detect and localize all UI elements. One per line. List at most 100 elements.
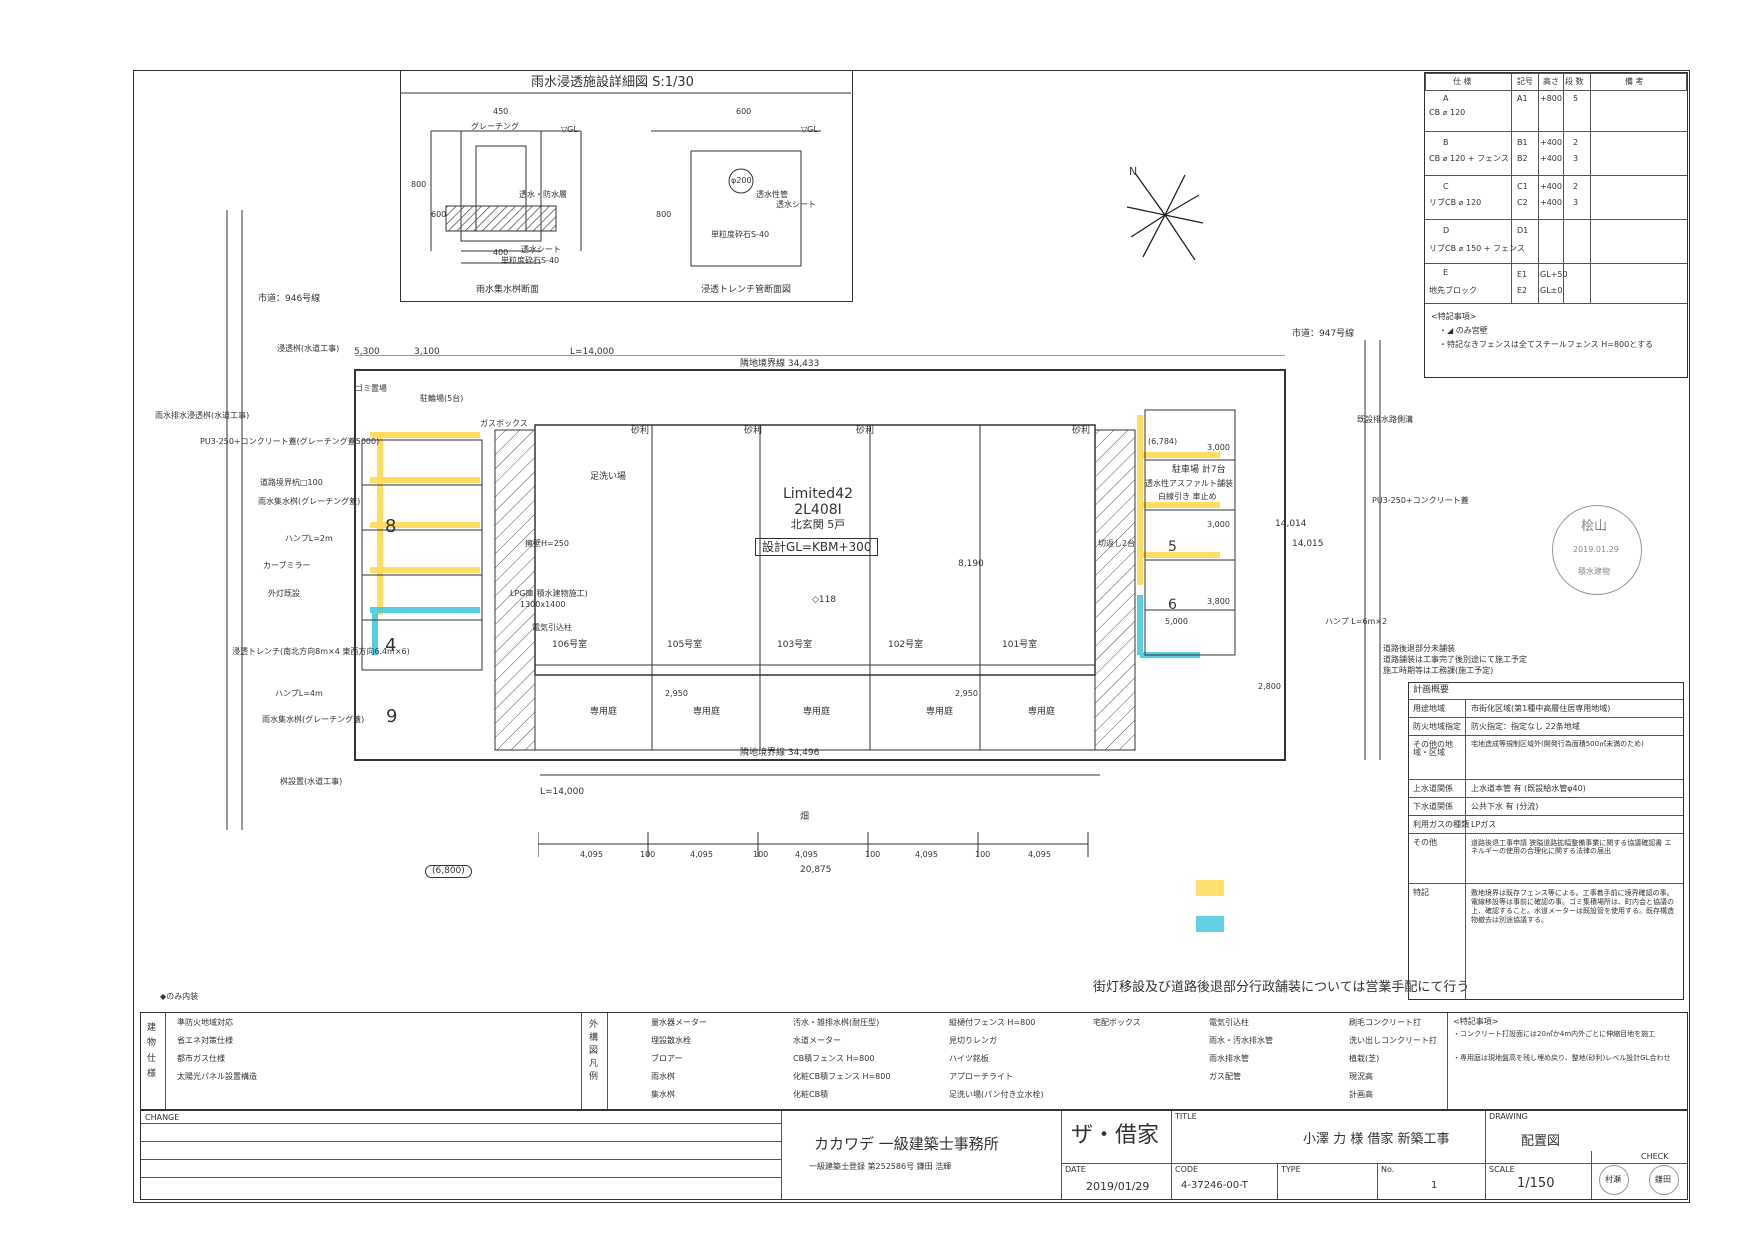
legend-item: 電気引込柱 (1209, 1018, 1249, 1027)
spec-item: 準防火地域対応 (177, 1018, 233, 1027)
parking-label: 駐車場 計7台 (1172, 465, 1226, 475)
plan-row-line (1409, 833, 1683, 834)
detail-dim: 450 (493, 107, 509, 116)
spec-note: ・特記なきフェンスは全てスチールフェンス H=800とする (1439, 340, 1653, 349)
spec-code-e: E (1443, 268, 1449, 277)
legend-item: 汚水・雑排水桝(耐圧型) (793, 1018, 880, 1027)
dim-parking: 5,000 (1165, 617, 1188, 626)
tb-divider (1171, 1163, 1172, 1199)
legend-item: アプローチライト (949, 1072, 1013, 1081)
plan-value: 市街化区域(第1種中高層住居専用地域) (1471, 704, 1611, 713)
legend-item: 刷毛コンクリート打 (1349, 1018, 1421, 1027)
parking-number: 6 (1168, 597, 1177, 613)
spec-note: ・◢ のみ宮壁 (1439, 326, 1488, 335)
detail-label: 単粒度砕石S-40 (711, 230, 770, 239)
spec-row-line (1425, 263, 1687, 264)
scale-label: SCALE (1489, 1165, 1515, 1174)
legend-notes-title: <特記事項> (1453, 1017, 1499, 1026)
road-label-east: 市道：947号線 (1292, 329, 1355, 339)
tb-divider (1061, 1111, 1062, 1199)
side-label-col (141, 1013, 166, 1109)
spec-header: 段 数 (1565, 77, 1584, 86)
dim-top: 5,300 (354, 347, 380, 357)
spec-header: 高さ (1543, 77, 1559, 86)
electric-label: 電気引込柱 (532, 623, 572, 632)
plan-key: 利用ガスの種類 (1413, 820, 1469, 829)
detail-label: 単粒度砕石S-40 (501, 256, 560, 265)
legend-item: 現況高 (1349, 1072, 1373, 1081)
plan-value: 防火指定：指定なし 22条地域 (1471, 722, 1580, 731)
spec-notes-title: <特記事項> (1431, 312, 1477, 321)
parking-detail: 透水性アスファルト舗装 (1145, 479, 1233, 488)
detail-drawing-svg (401, 92, 851, 267)
spec-height: +800 (1540, 94, 1562, 103)
plan-row-line (1409, 735, 1683, 736)
plan-value: 宅地造成等規制区域外(開発行為面積500㎡未満のため) (1471, 740, 1644, 748)
plan-row-line (1409, 699, 1683, 700)
no-label: No. (1381, 1165, 1395, 1174)
road-label-west: 市道：946号線 (258, 294, 321, 304)
side-label: 建物仕様 (147, 1023, 157, 1079)
legend-item: 植栽(芝) (1349, 1054, 1380, 1063)
plan-value: 上水道本管 有 (既設給水管φ40) (1471, 784, 1586, 793)
legend-item: 化粧CB積 (793, 1090, 829, 1099)
parking-stalls-east (1144, 409, 1236, 656)
date-label: DATE (1065, 1165, 1086, 1174)
spec-desc-e: 地先ブロック (1429, 286, 1477, 295)
parking-east (1137, 415, 1220, 585)
east-dim: 14,015 (1292, 539, 1324, 549)
west-note: 道路境界杭□100 (260, 478, 323, 487)
wash-label: 足洗い場 (590, 472, 627, 482)
dim-bottom: (6,800) (425, 865, 472, 878)
spec-count: 3 (1573, 154, 1579, 163)
legend-item: 縦樋付フェンス H=800 (949, 1018, 1036, 1027)
spec-desc-b: CB ⌀ 120 + フェンス (1429, 154, 1509, 163)
detail-dim: 600 (736, 107, 752, 116)
spec-sym: B1 (1517, 138, 1528, 147)
dim-top: L=14,000 (570, 347, 615, 357)
spec-sym: A1 (1517, 94, 1528, 103)
legend-blue-swatch (1196, 916, 1224, 932)
detail-caption: 雨水集水桝断面 (476, 285, 540, 295)
spec-count: 2 (1573, 182, 1579, 191)
check-name-2: 鎌田 (1655, 1175, 1671, 1184)
code: 4-37246-00-T (1181, 1180, 1248, 1191)
parking-line: 白線引き 車止め (1158, 492, 1217, 501)
dim-unit: 100 (753, 850, 769, 859)
detail-label: ▽GL (801, 125, 818, 134)
dim-bottom: L=14,000 (540, 787, 585, 797)
spec-sym: E2 (1517, 286, 1528, 295)
legend-note: ・コンクリート打設面には20㎡か4m内外ごとに伸縮目地を施工 (1453, 1030, 1656, 1038)
retaining-east (1094, 429, 1136, 751)
spec-table: 仕 様 記号 高さ 段 数 備 考 A CB ⌀ 120 A1 +800 5 B… (1424, 72, 1688, 378)
building-code: 2L408I (794, 502, 842, 518)
spec-row-line (1425, 303, 1687, 304)
drawing-frame (133, 70, 1690, 1203)
spec-height: GL±0 (1540, 286, 1563, 295)
east-note: 既設排水路側溝 (1357, 415, 1413, 424)
plan-summary: 計画概要 用途地域 市街化区域(第1種中高層住居専用地域) 防火地域指定 防火指… (1408, 682, 1684, 1000)
east-note: 施工時期等は工務課(施工予定) (1383, 666, 1494, 675)
code-label: CODE (1175, 1165, 1199, 1174)
room-103: 103号室 (777, 640, 813, 650)
plan-row-line (1409, 779, 1683, 780)
detail-label: 透水・防水層 (519, 190, 567, 199)
detail-label: 透水シート (776, 200, 816, 209)
east-note: ハンプ L=6m×2 (1325, 617, 1388, 626)
svg-text:N: N (1129, 165, 1137, 178)
legend-item: 見切りレンガ (949, 1036, 997, 1045)
spec-item: 都市ガス仕様 (177, 1054, 225, 1063)
spec-item: 省エネ対策仕様 (177, 1036, 233, 1045)
detail-label: 透水シート (521, 245, 561, 254)
legend-item: 集水桝 (651, 1090, 675, 1099)
plan-key: 下水道関係 (1413, 802, 1453, 811)
trash-label: ゴミ置場 (355, 384, 387, 393)
spec-sym: C1 (1517, 182, 1528, 191)
check-label: CHECK (1641, 1152, 1669, 1161)
gravel-label: 砂利 (744, 426, 763, 436)
spec-row-line (1425, 219, 1687, 220)
dim-top: 3,100 (414, 347, 440, 357)
site-boundary (354, 369, 1286, 761)
parking-west (370, 432, 480, 615)
trench-section (651, 130, 821, 267)
